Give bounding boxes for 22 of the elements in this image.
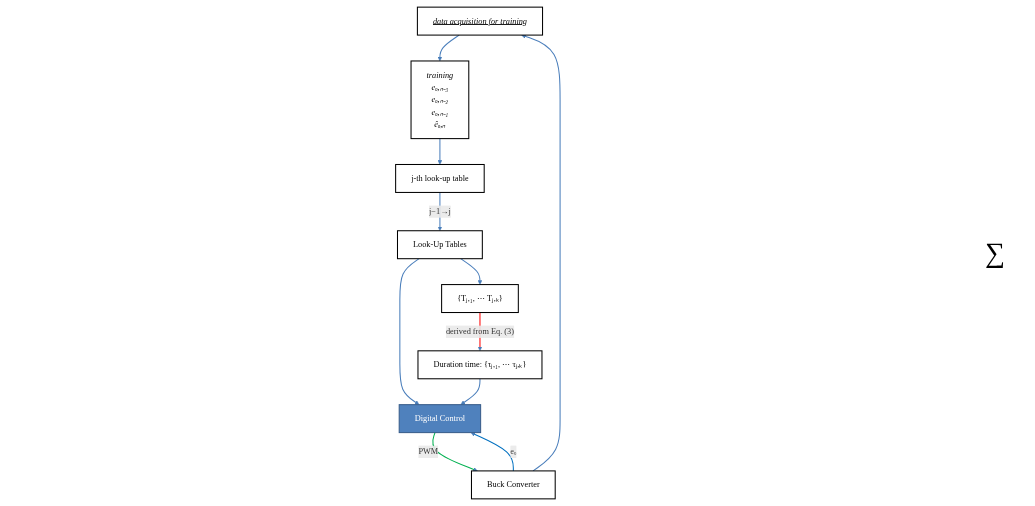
edge-label: derived from Eq. (3) xyxy=(445,327,514,336)
edge-label: j−1→j xyxy=(428,206,451,216)
arrow xyxy=(460,378,481,405)
edge-label: eₒ xyxy=(509,447,517,456)
node-box: j-th look-up table xyxy=(394,163,485,193)
edge-label: PWM xyxy=(418,447,438,456)
arrow xyxy=(470,432,514,472)
arrow xyxy=(399,258,420,405)
arrow xyxy=(437,138,442,165)
arrow xyxy=(459,258,482,285)
node-box: Digital Control xyxy=(398,404,481,434)
node-box: {Tⱼ,₁, ⋯ Tⱼ,ₖ} xyxy=(440,284,519,314)
node-box: Look-Up Tables xyxy=(396,230,483,260)
node-box: Buck Converter xyxy=(470,470,556,500)
arrow xyxy=(521,34,561,472)
node-box: training eₒ,ₙ₋₃ eₒ,ₙ₋₂ eₒ,ₙ₋₁ êₒ,ₙ xyxy=(410,60,469,140)
arrow xyxy=(431,432,478,472)
sum-symbol: ∑ xyxy=(984,237,1006,269)
arrow xyxy=(437,191,442,231)
node-box: data acquisition for training xyxy=(416,6,543,36)
arrow xyxy=(437,34,460,62)
node-box: Duration time: {τⱼ,₁, ⋯ τⱼ,ₖ} xyxy=(417,350,543,380)
